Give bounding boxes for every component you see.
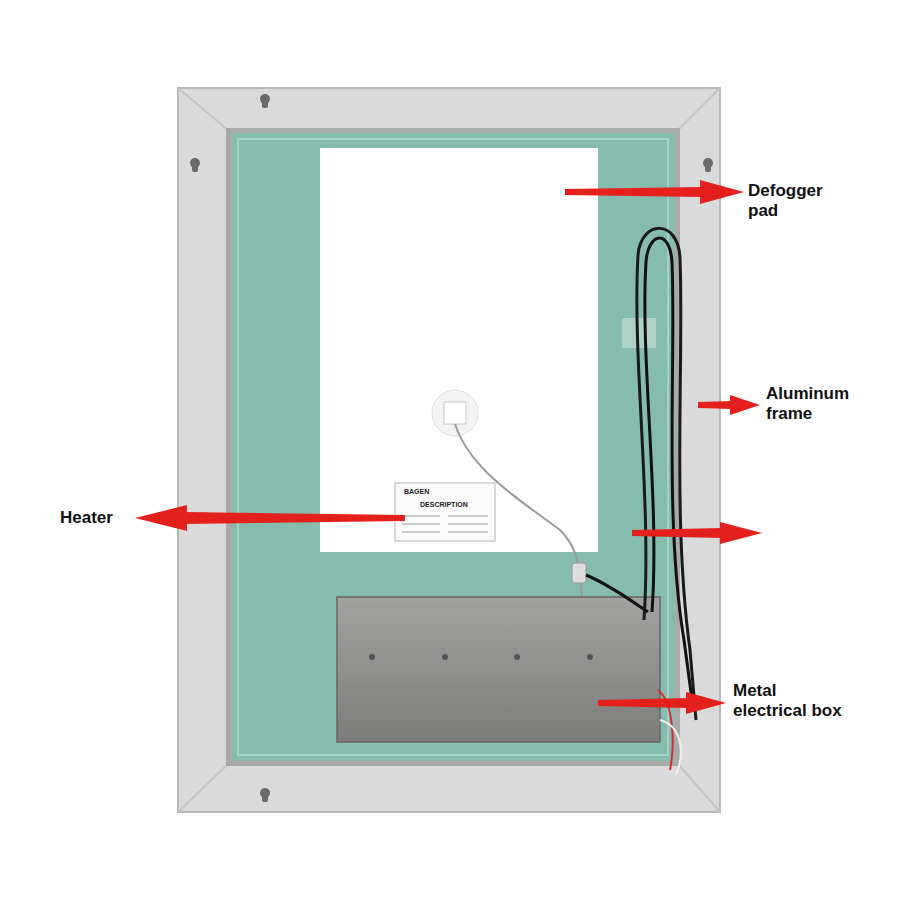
power-cable xyxy=(586,575,648,612)
callout-label: Defogger pad xyxy=(748,181,843,221)
callout-label: Heater xyxy=(60,508,113,528)
connector xyxy=(444,402,466,424)
sticker-text: BAGEN xyxy=(404,487,429,496)
defogger-pad xyxy=(320,148,598,552)
cable-clip xyxy=(572,563,586,583)
frame-mitre xyxy=(678,88,720,130)
frame-lip xyxy=(226,128,680,766)
callout-label: Metal electrical box xyxy=(733,681,848,721)
spec-sticker xyxy=(395,483,495,541)
callout-label: Aluminum frame xyxy=(766,384,866,424)
keyhole-hanger xyxy=(190,94,713,802)
backing-edge xyxy=(238,139,668,755)
metal-electrical-box xyxy=(337,597,660,742)
frame-mitre xyxy=(678,764,720,812)
frame-mitre xyxy=(178,764,228,812)
sticker-lines xyxy=(402,516,488,532)
sticker-text: DESCRIPTION xyxy=(420,500,468,509)
power-cable xyxy=(637,228,696,720)
frame-mitre xyxy=(178,88,228,130)
mirror-backing xyxy=(232,133,674,761)
lead-wire xyxy=(660,720,681,775)
aluminum-frame xyxy=(178,88,720,812)
power-cable xyxy=(645,238,692,700)
box-screw xyxy=(369,654,593,660)
callout-arrow xyxy=(135,180,762,714)
connector-pad xyxy=(432,390,478,436)
